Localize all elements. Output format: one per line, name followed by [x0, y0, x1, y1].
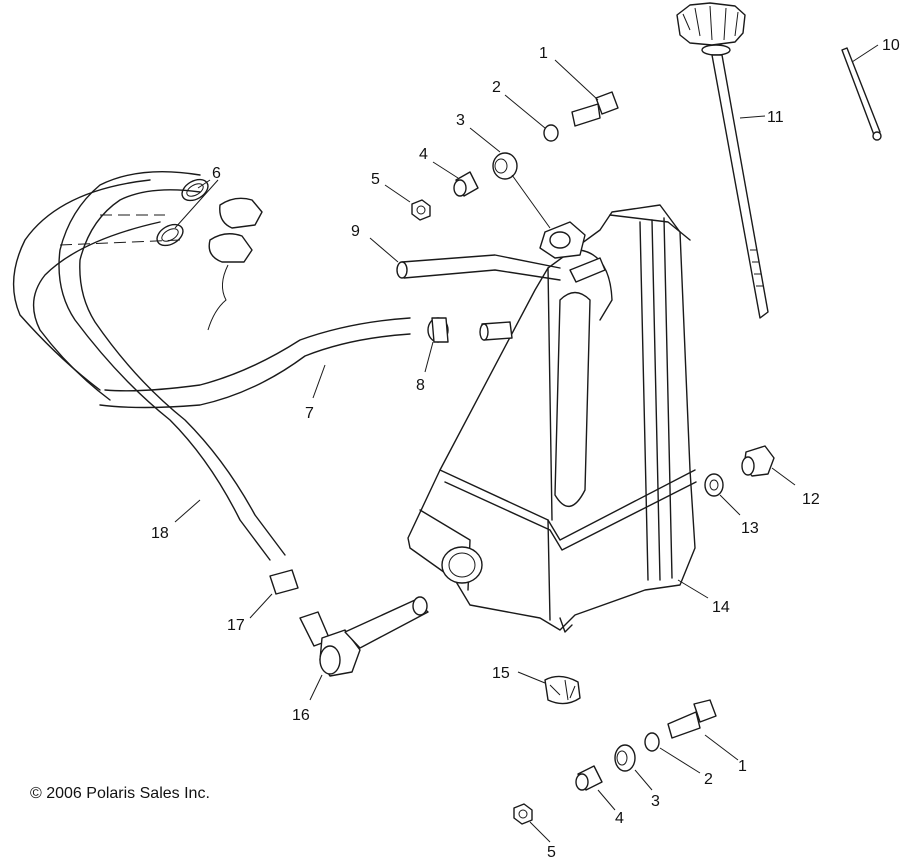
callout-5-top: 5 — [371, 171, 380, 188]
clamp-8 — [427, 317, 449, 343]
callout-16: 16 — [292, 707, 310, 724]
oil-hoses — [12, 170, 411, 561]
callout-2-top: 2 — [492, 79, 501, 96]
callout-3-top: 3 — [456, 112, 465, 129]
callout-11: 11 — [767, 109, 784, 126]
bolt-bottom — [667, 699, 717, 739]
clamp-17 — [269, 569, 299, 595]
callout-4-top: 4 — [419, 146, 428, 163]
vent-hose — [396, 254, 561, 281]
callout-13: 13 — [741, 520, 759, 537]
sealing-washer — [704, 473, 724, 497]
callout-12: 12 — [802, 491, 820, 508]
washer-bottom — [644, 732, 660, 752]
elbow-fitting — [299, 596, 429, 677]
bushing-top — [492, 152, 518, 180]
grommet — [544, 675, 581, 705]
callout-1-top: 1 — [539, 45, 548, 62]
oil-tank — [407, 204, 697, 633]
pin — [841, 47, 882, 141]
callout-17: 17 — [227, 617, 245, 634]
washer-top — [543, 124, 559, 142]
callout-5-bottom: 5 — [547, 844, 556, 858]
callout-8: 8 — [416, 377, 425, 394]
leader-lines — [174, 44, 879, 843]
callout-4-bottom: 4 — [615, 810, 624, 827]
spacer-bottom — [575, 765, 603, 791]
callout-7: 7 — [305, 405, 314, 422]
bolt-top — [571, 91, 619, 127]
callout-1-bottom: 1 — [738, 758, 747, 775]
callout-6: 6 — [212, 165, 221, 182]
callout-9: 9 — [351, 223, 360, 240]
callout-3-bottom: 3 — [651, 793, 660, 810]
spacer-top — [453, 171, 479, 197]
callout-18: 18 — [151, 525, 169, 542]
callout-2-bottom: 2 — [704, 771, 713, 788]
callout-labels: 1 2 3 4 5 6 7 8 9 10 11 12 13 14 15 16 1… — [151, 37, 900, 858]
nut-bottom — [513, 803, 533, 825]
nut-top — [411, 199, 431, 221]
callout-15: 15 — [492, 665, 510, 682]
tank-fitting — [479, 321, 513, 341]
callout-14: 14 — [712, 599, 730, 616]
hose-clamps — [156, 178, 263, 331]
callout-10: 10 — [882, 37, 900, 54]
copyright-notice: © 2006 Polaris Sales Inc. — [30, 785, 210, 802]
dipstick — [676, 2, 769, 319]
drain-fitting — [741, 445, 775, 477]
bushing-bottom — [614, 744, 636, 772]
